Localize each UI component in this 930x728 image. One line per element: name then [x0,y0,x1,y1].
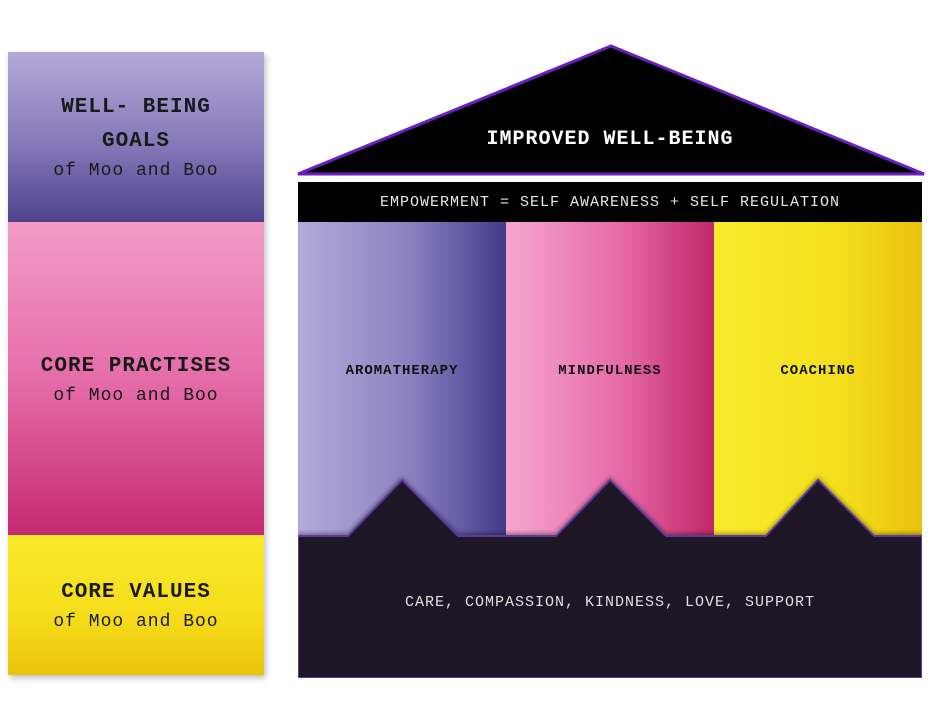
legend-core-practises: CORE PRACTISES of Moo and Boo [8,222,264,535]
legend-goals-title-line1: WELL- BEING [61,96,211,119]
legend-goals-subtitle: of Moo and Boo [53,161,219,181]
legend-values-subtitle: of Moo and Boo [53,612,219,632]
foundation-label: CARE, COMPASSION, KINDNESS, LOVE, SUPPOR… [404,594,816,611]
legend-values-title: CORE VALUES [61,581,211,604]
legend-practises-subtitle: of Moo and Boo [53,385,219,406]
house-roof [297,44,925,176]
roof-shape [297,44,925,176]
pillar-aromatherapy-label: AROMATHERAPY [345,363,459,379]
legend-core-values: CORE VALUES of Moo and Boo [8,535,264,675]
roof-label: IMPROVED WELL-BEING [486,128,734,151]
legend-well-being-goals: WELL- BEING GOALS of Moo and Boo [8,52,264,222]
house-foundation [298,478,922,678]
legend-goals-title-line2: GOALS [101,130,170,153]
pillar-mindfulness-label: MINDFULNESS [558,363,662,379]
legend-practises-title: CORE PRACTISES [40,354,232,378]
empowerment-band: EMPOWERMENT = SELF AWARENESS + SELF REGU… [298,182,922,222]
pillar-coaching-label: COACHING [780,363,856,379]
foundation-shape [298,478,922,678]
empowerment-band-label: EMPOWERMENT = SELF AWARENESS + SELF REGU… [379,193,841,211]
